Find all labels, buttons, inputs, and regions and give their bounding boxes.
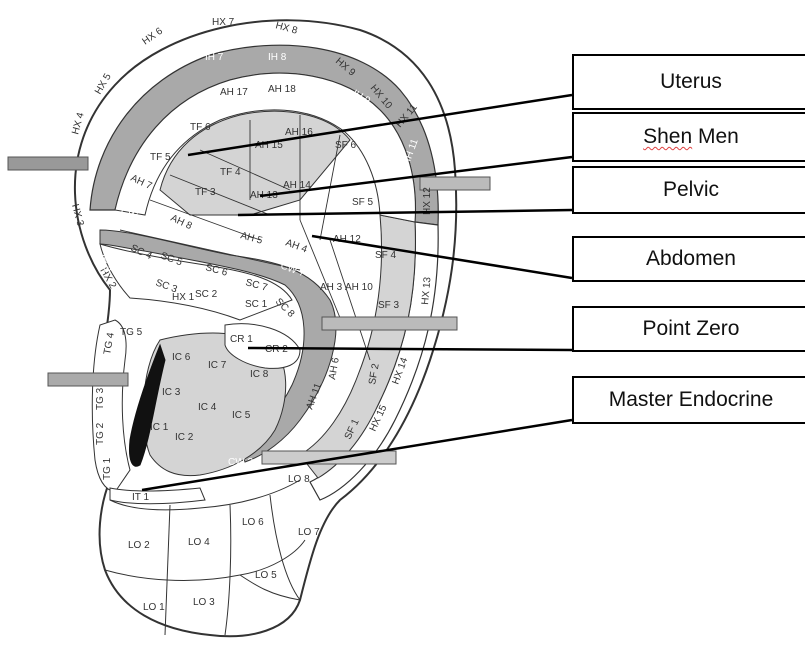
- label-sf3: SF 3: [378, 300, 400, 311]
- label-tg1: TG 1: [102, 457, 113, 480]
- label-ah18: AH 18: [268, 84, 296, 95]
- label-lo2: LO 2: [128, 540, 150, 551]
- label-tf4: TF 4: [220, 167, 241, 178]
- label-lo7: LO 7: [298, 527, 320, 538]
- label-sf4: SF 4: [375, 250, 397, 261]
- label-tf5: TF 5: [150, 152, 171, 163]
- label-ic5: IC 5: [232, 410, 251, 421]
- callout-abdomen-label: Abdomen: [646, 247, 736, 271]
- label-ih7: IH 7: [205, 52, 224, 63]
- callout-master-endocrine-label: Master Endocrine: [609, 388, 774, 412]
- callout-shen-men: Shen Men: [572, 112, 805, 162]
- callout-pelvic: Pelvic: [572, 166, 805, 214]
- callout-uterus-label: Uterus: [660, 70, 722, 94]
- label-lo5: LO 5: [255, 570, 277, 581]
- label-cw2: CW 2: [228, 457, 253, 468]
- label-ah17: AH 17: [220, 87, 248, 98]
- label-lo3: LO 3: [193, 597, 215, 608]
- needle-point-zero: [322, 317, 457, 330]
- callout-shen-men-label: Shen Men: [643, 125, 739, 149]
- label-hx6: HX 6: [140, 25, 165, 47]
- callout-uterus: Uterus: [572, 54, 805, 110]
- label-lo4: LO 4: [188, 537, 210, 548]
- needle-left-lower: [48, 373, 128, 386]
- label-ih8: IH 8: [268, 52, 287, 63]
- label-hx7: HX 7: [212, 17, 235, 28]
- callout-point-zero-label: Point Zero: [643, 317, 740, 341]
- label-sc1: SC 1: [245, 299, 268, 310]
- label-ic8: IC 8: [250, 369, 269, 380]
- callout-shen-men-rest: Men: [692, 125, 739, 148]
- label-tf3: TF 3: [195, 187, 216, 198]
- label-ic4: IC 4: [198, 402, 217, 413]
- label-ic3: IC 3: [162, 387, 181, 398]
- label-sc2: SC 2: [195, 289, 218, 300]
- label-ic1: IC 1: [150, 422, 169, 433]
- label-sf6: SF 6: [335, 140, 357, 151]
- label-ah3: AH 3: [320, 282, 343, 293]
- intertragic-notch: [110, 488, 205, 504]
- needle-left-upper: [8, 157, 88, 170]
- label-tf6: TF 6: [190, 122, 211, 133]
- label-tg2: TG 2: [95, 422, 106, 445]
- label-tg3: TG 3: [95, 387, 106, 410]
- label-cr2: CR 2: [265, 344, 288, 355]
- label-lo1: LO 1: [143, 602, 165, 613]
- callout-pelvic-label: Pelvic: [663, 178, 719, 202]
- label-tg5: TG 5: [120, 327, 143, 338]
- label-lo8: LO 8: [288, 474, 310, 485]
- callout-master-endocrine: Master Endocrine: [572, 376, 805, 424]
- label-hx12: HX 12: [422, 187, 433, 215]
- label-ic7: IC 7: [208, 360, 227, 371]
- label-ic6: IC 6: [172, 352, 191, 363]
- label-sf5: SF 5: [352, 197, 374, 208]
- label-it1: IT 1: [132, 492, 149, 503]
- spellcheck-word: Shen: [643, 125, 692, 148]
- callout-abdomen: Abdomen: [572, 236, 805, 282]
- label-ic2: IC 2: [175, 432, 194, 443]
- label-lo6: LO 6: [242, 517, 264, 528]
- label-cr1: CR 1: [230, 334, 253, 345]
- callout-point-zero: Point Zero: [572, 306, 805, 352]
- label-ah10: AH 10: [345, 282, 373, 293]
